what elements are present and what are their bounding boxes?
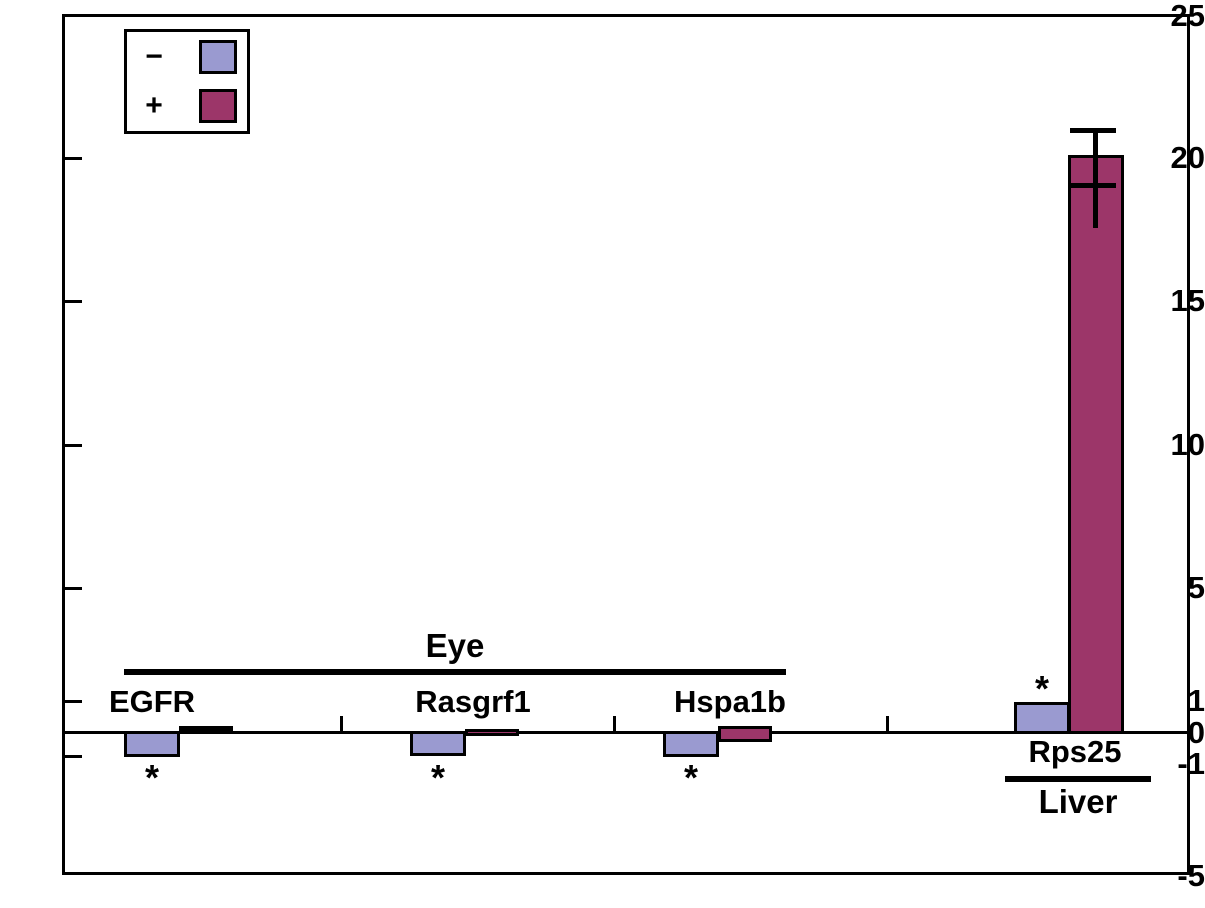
bar-rasgrf1-negative [410, 731, 466, 756]
legend-entry-positive: + [127, 85, 247, 127]
error-bar-stem-rps25 [1093, 128, 1098, 228]
y-tick-label-1: 1 [1187, 683, 1205, 718]
bar-rps25-positive [1068, 155, 1124, 734]
gene-label-egfr: EGFR [108, 684, 196, 719]
group-label-liver: Liver [1038, 783, 1118, 820]
y-tick-label-20: 20 [1170, 140, 1205, 175]
y-tick-mark-neg1 [62, 755, 82, 758]
bar-egfr-negative [124, 731, 180, 757]
y-tick-mark-1 [62, 700, 82, 703]
y-tick-label-5: 5 [1187, 570, 1205, 605]
gene-label-rasgrf1: Rasgrf1 [415, 684, 531, 719]
y-tick-label-10: 10 [1170, 427, 1205, 462]
legend-entry-negative: − [127, 36, 247, 78]
significance-asterisk-hspa1b: * [683, 757, 698, 798]
bar-hspa1b-negative [663, 731, 719, 757]
bar-hspa1b-positive [718, 726, 772, 742]
x-tick-mark-1 [340, 716, 343, 731]
x-tick-mark-3 [886, 716, 889, 731]
error-bar-cap-upper-rps25 [1070, 128, 1116, 133]
gene-label-hspa1b: Hspa1b [674, 684, 786, 719]
bar-egfr-positive [179, 726, 233, 732]
significance-asterisk-rps25: * [1034, 668, 1049, 709]
significance-asterisk-rasgrf1: * [430, 757, 445, 798]
error-bar-cap-lower-rps25 [1070, 183, 1116, 188]
group-label-eye: Eye [425, 627, 485, 664]
legend-swatch-negative [199, 39, 237, 74]
group-bracket-liver [1005, 776, 1151, 782]
y-tick-mark-5 [62, 587, 82, 590]
gene-label-rps25: Rps25 [1028, 734, 1122, 769]
bar-rasgrf1-positive [465, 729, 519, 736]
bar-rps25-negative [1014, 702, 1070, 734]
significance-asterisk-egfr: * [144, 757, 159, 798]
y-tick-label-25: 25 [1170, 0, 1205, 33]
y-tick-label-15: 15 [1170, 283, 1205, 318]
y-tick-mark-15 [62, 300, 82, 303]
group-bracket-eye [124, 669, 786, 675]
legend: − + [124, 29, 250, 134]
y-tick-label-neg1: -1 [1177, 746, 1205, 781]
y-tick-label-0: 0 [1187, 715, 1205, 750]
y-tick-mark-20 [62, 157, 82, 160]
x-tick-mark-2 [613, 716, 616, 731]
legend-swatch-positive [199, 89, 237, 124]
y-tick-label-neg5: -5 [1177, 858, 1205, 893]
zero-baseline [62, 731, 1190, 734]
y-tick-mark-10 [62, 444, 82, 447]
legend-sign-plus: + [145, 89, 163, 123]
legend-sign-minus: − [145, 39, 163, 73]
